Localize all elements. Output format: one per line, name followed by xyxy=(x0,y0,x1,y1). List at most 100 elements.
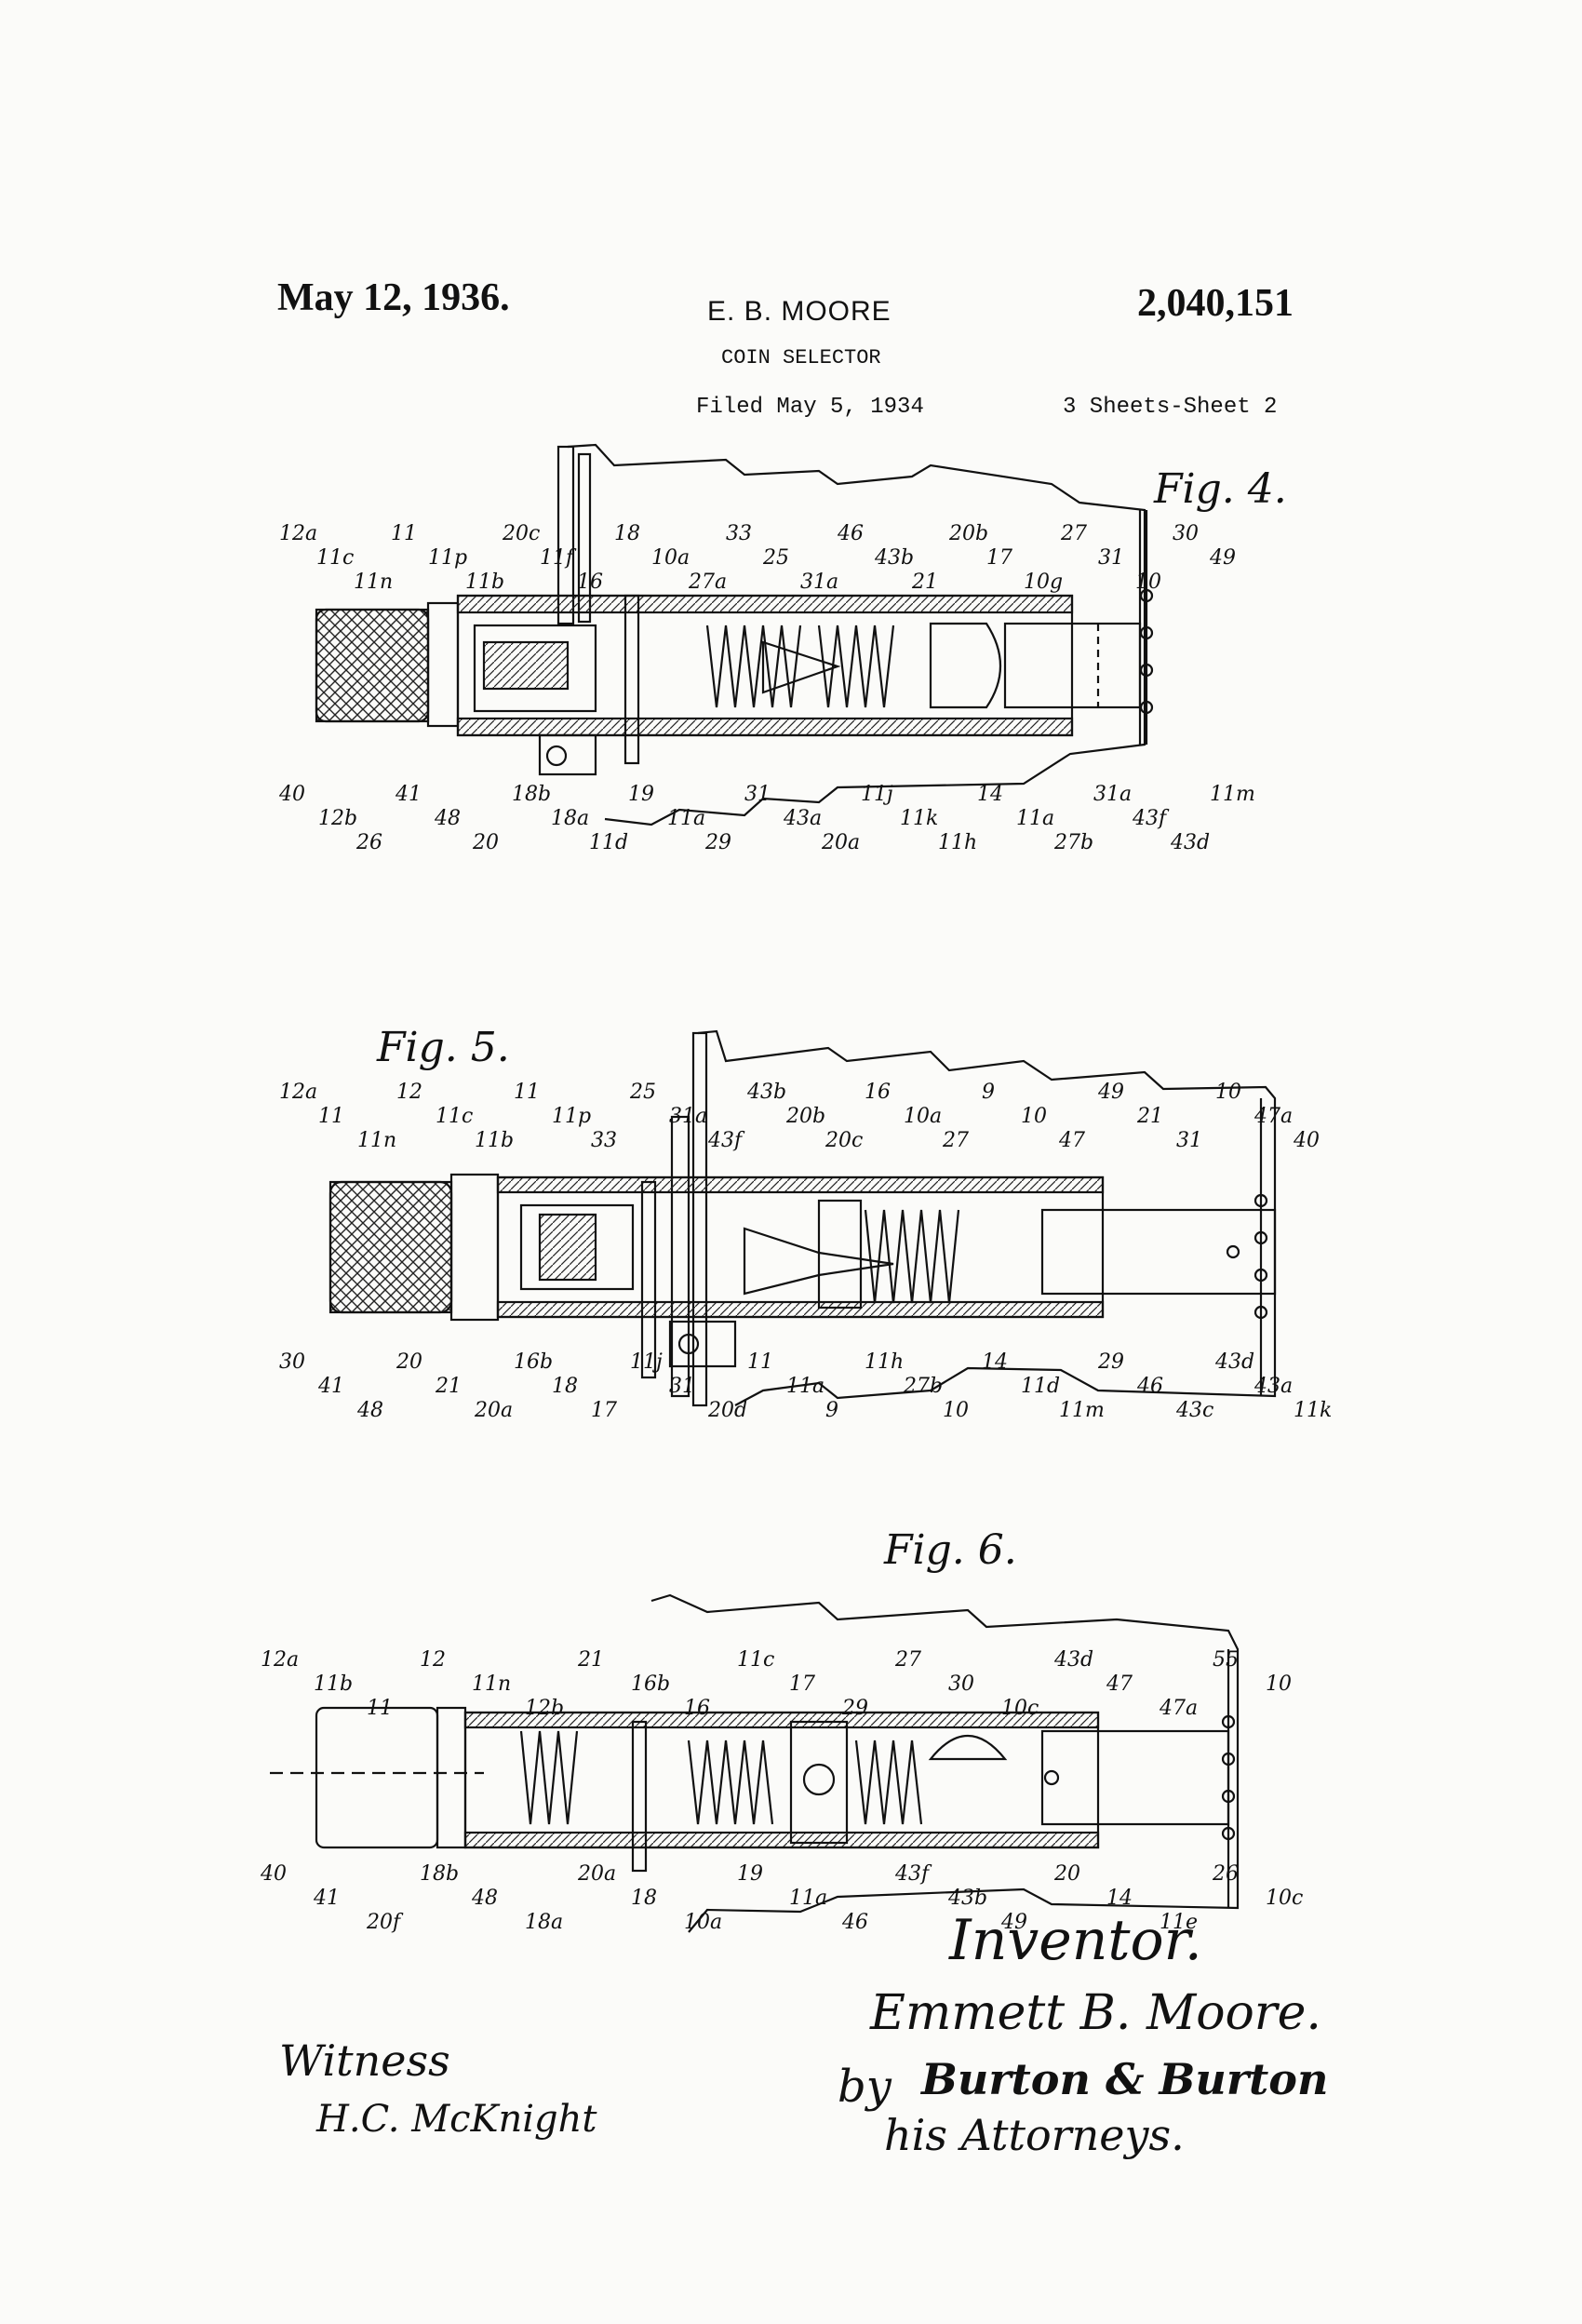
reference-numeral: 12b xyxy=(525,1697,564,1720)
reference-numeral: 19 xyxy=(737,1862,763,1886)
reference-numeral: 18a xyxy=(525,1911,563,1934)
reference-numeral: 20a xyxy=(474,1399,513,1422)
reference-numeral: 40 xyxy=(278,783,305,806)
reference-numeral: 31 xyxy=(669,1375,695,1398)
reference-numeral: 31 xyxy=(1098,546,1124,570)
reference-numeral: 10 xyxy=(943,1399,969,1422)
reference-numeral: 40 xyxy=(1293,1129,1320,1152)
reference-numeral: 11k xyxy=(1294,1399,1332,1422)
reference-numeral: 20a xyxy=(577,1862,616,1886)
reference-numeral: 49 xyxy=(1097,1081,1124,1104)
reference-numeral: 19 xyxy=(628,783,654,806)
reference-numeral: 9 xyxy=(825,1399,838,1422)
reference-numeral: 14 xyxy=(1106,1887,1133,1910)
reference-numeral: 11d xyxy=(1021,1375,1060,1398)
reference-numeral: 11m xyxy=(1210,783,1255,806)
reference-numeral: 11f xyxy=(540,546,577,570)
reference-numeral: 16 xyxy=(577,571,603,594)
reference-numeral: 11h xyxy=(938,831,977,854)
reference-numeral: 10 xyxy=(1021,1105,1047,1128)
reference-numeral: 31 xyxy=(744,783,771,806)
reference-numeral: 16b xyxy=(631,1672,670,1696)
reference-numeral: 12b xyxy=(318,807,357,830)
reference-numeral: 11b xyxy=(314,1672,353,1696)
reference-numeral: 18a xyxy=(551,807,589,830)
reference-numeral: 11j xyxy=(861,783,893,806)
reference-numeral: 33 xyxy=(726,522,752,545)
reference-numeral: 18 xyxy=(614,522,640,545)
reference-numeral: 21 xyxy=(435,1375,462,1398)
filed-date: Filed May 5, 1934 xyxy=(696,395,924,420)
reference-numeral: 11p xyxy=(428,546,467,570)
reference-numeral: 29 xyxy=(704,831,731,854)
reference-numeral: 12a xyxy=(279,1081,317,1104)
reference-numeral: 21 xyxy=(911,571,938,594)
reference-numeral: 27a xyxy=(688,571,727,594)
reference-numeral: 30 xyxy=(279,1350,305,1374)
reference-numeral: 11a xyxy=(1016,807,1054,830)
reference-numeral: 10c xyxy=(1266,1887,1303,1910)
reference-numeral: 20a xyxy=(821,831,860,854)
reference-numeral: 11h xyxy=(865,1350,904,1374)
reference-numeral: 31a xyxy=(800,571,838,594)
reference-numeral: 48 xyxy=(434,807,461,830)
reference-numeral: 41 xyxy=(313,1887,340,1910)
reference-numeral: 27 xyxy=(1060,522,1087,545)
reference-numeral: 18 xyxy=(631,1887,657,1910)
reference-numeral: 31a xyxy=(1093,783,1132,806)
reference-numeral: 18 xyxy=(552,1375,578,1398)
reference-numeral: 12a xyxy=(261,1648,299,1672)
reference-numeral: 26 xyxy=(1212,1862,1239,1886)
patent-title: COIN SELECTOR xyxy=(721,346,881,369)
reference-numeral: 12 xyxy=(396,1081,422,1104)
reference-numeral: 11c xyxy=(436,1105,473,1128)
figure-6-reference-numerals: 12a11b111211n12b2116b1611c1729273010c43d… xyxy=(260,1648,1303,1934)
reference-numeral: 10 xyxy=(1135,571,1161,594)
reference-numeral: 12a xyxy=(279,522,317,545)
inventor-signature: Emmett B. Moore. xyxy=(869,1985,1321,2041)
reference-numeral: 14 xyxy=(977,783,1003,806)
reference-numeral: 55 xyxy=(1213,1648,1239,1672)
figure-4 xyxy=(315,443,1154,826)
reference-numeral: 49 xyxy=(1000,1911,1027,1934)
reference-numeral: 20b xyxy=(785,1105,825,1128)
reference-numeral: 46 xyxy=(837,522,864,545)
reference-numeral: 14 xyxy=(982,1350,1008,1374)
reference-numeral: 10c xyxy=(1001,1697,1039,1720)
reference-numeral: 11n xyxy=(472,1672,511,1696)
figure-5 xyxy=(328,1029,1277,1407)
reference-numeral: 20 xyxy=(472,831,499,854)
reference-numeral: 18b xyxy=(420,1862,459,1886)
reference-numeral: 29 xyxy=(841,1697,868,1720)
reference-numeral: 33 xyxy=(591,1129,617,1152)
reference-numeral: 43b xyxy=(947,1887,987,1910)
reference-numeral: 43b xyxy=(746,1081,786,1104)
reference-numeral: 11 xyxy=(747,1350,773,1374)
attorneys-role: his Attorneys. xyxy=(884,2110,1185,2160)
reference-numeral: 12 xyxy=(420,1648,446,1672)
reference-numeral: 29 xyxy=(1097,1350,1124,1374)
reference-numeral: 17 xyxy=(789,1672,815,1696)
reference-numeral: 11a xyxy=(786,1375,825,1398)
reference-numeral: 48 xyxy=(356,1399,383,1422)
reference-numeral: 48 xyxy=(471,1887,498,1910)
reference-numeral: 43c xyxy=(1175,1399,1213,1422)
reference-numeral: 11e xyxy=(1160,1911,1198,1934)
reference-numeral: 11a xyxy=(789,1887,827,1910)
reference-numeral: 21 xyxy=(1136,1105,1163,1128)
reference-numeral: 11 xyxy=(367,1697,393,1720)
reference-numeral: 25 xyxy=(762,546,789,570)
reference-numeral: 21 xyxy=(577,1648,604,1672)
reference-numeral: 11 xyxy=(391,522,417,545)
reference-numeral: 43d xyxy=(1214,1350,1254,1374)
reference-numeral: 25 xyxy=(629,1081,656,1104)
inventor-name: E. B. MOORE xyxy=(707,296,892,327)
reference-numeral: 43d xyxy=(1053,1648,1093,1672)
reference-numeral: 27 xyxy=(894,1648,921,1672)
reference-numeral: 18b xyxy=(512,783,551,806)
reference-numeral: 11p xyxy=(552,1105,591,1128)
reference-numeral: 17 xyxy=(591,1399,617,1422)
reference-numeral: 43f xyxy=(894,1862,932,1886)
reference-numeral: 11d xyxy=(589,831,628,854)
